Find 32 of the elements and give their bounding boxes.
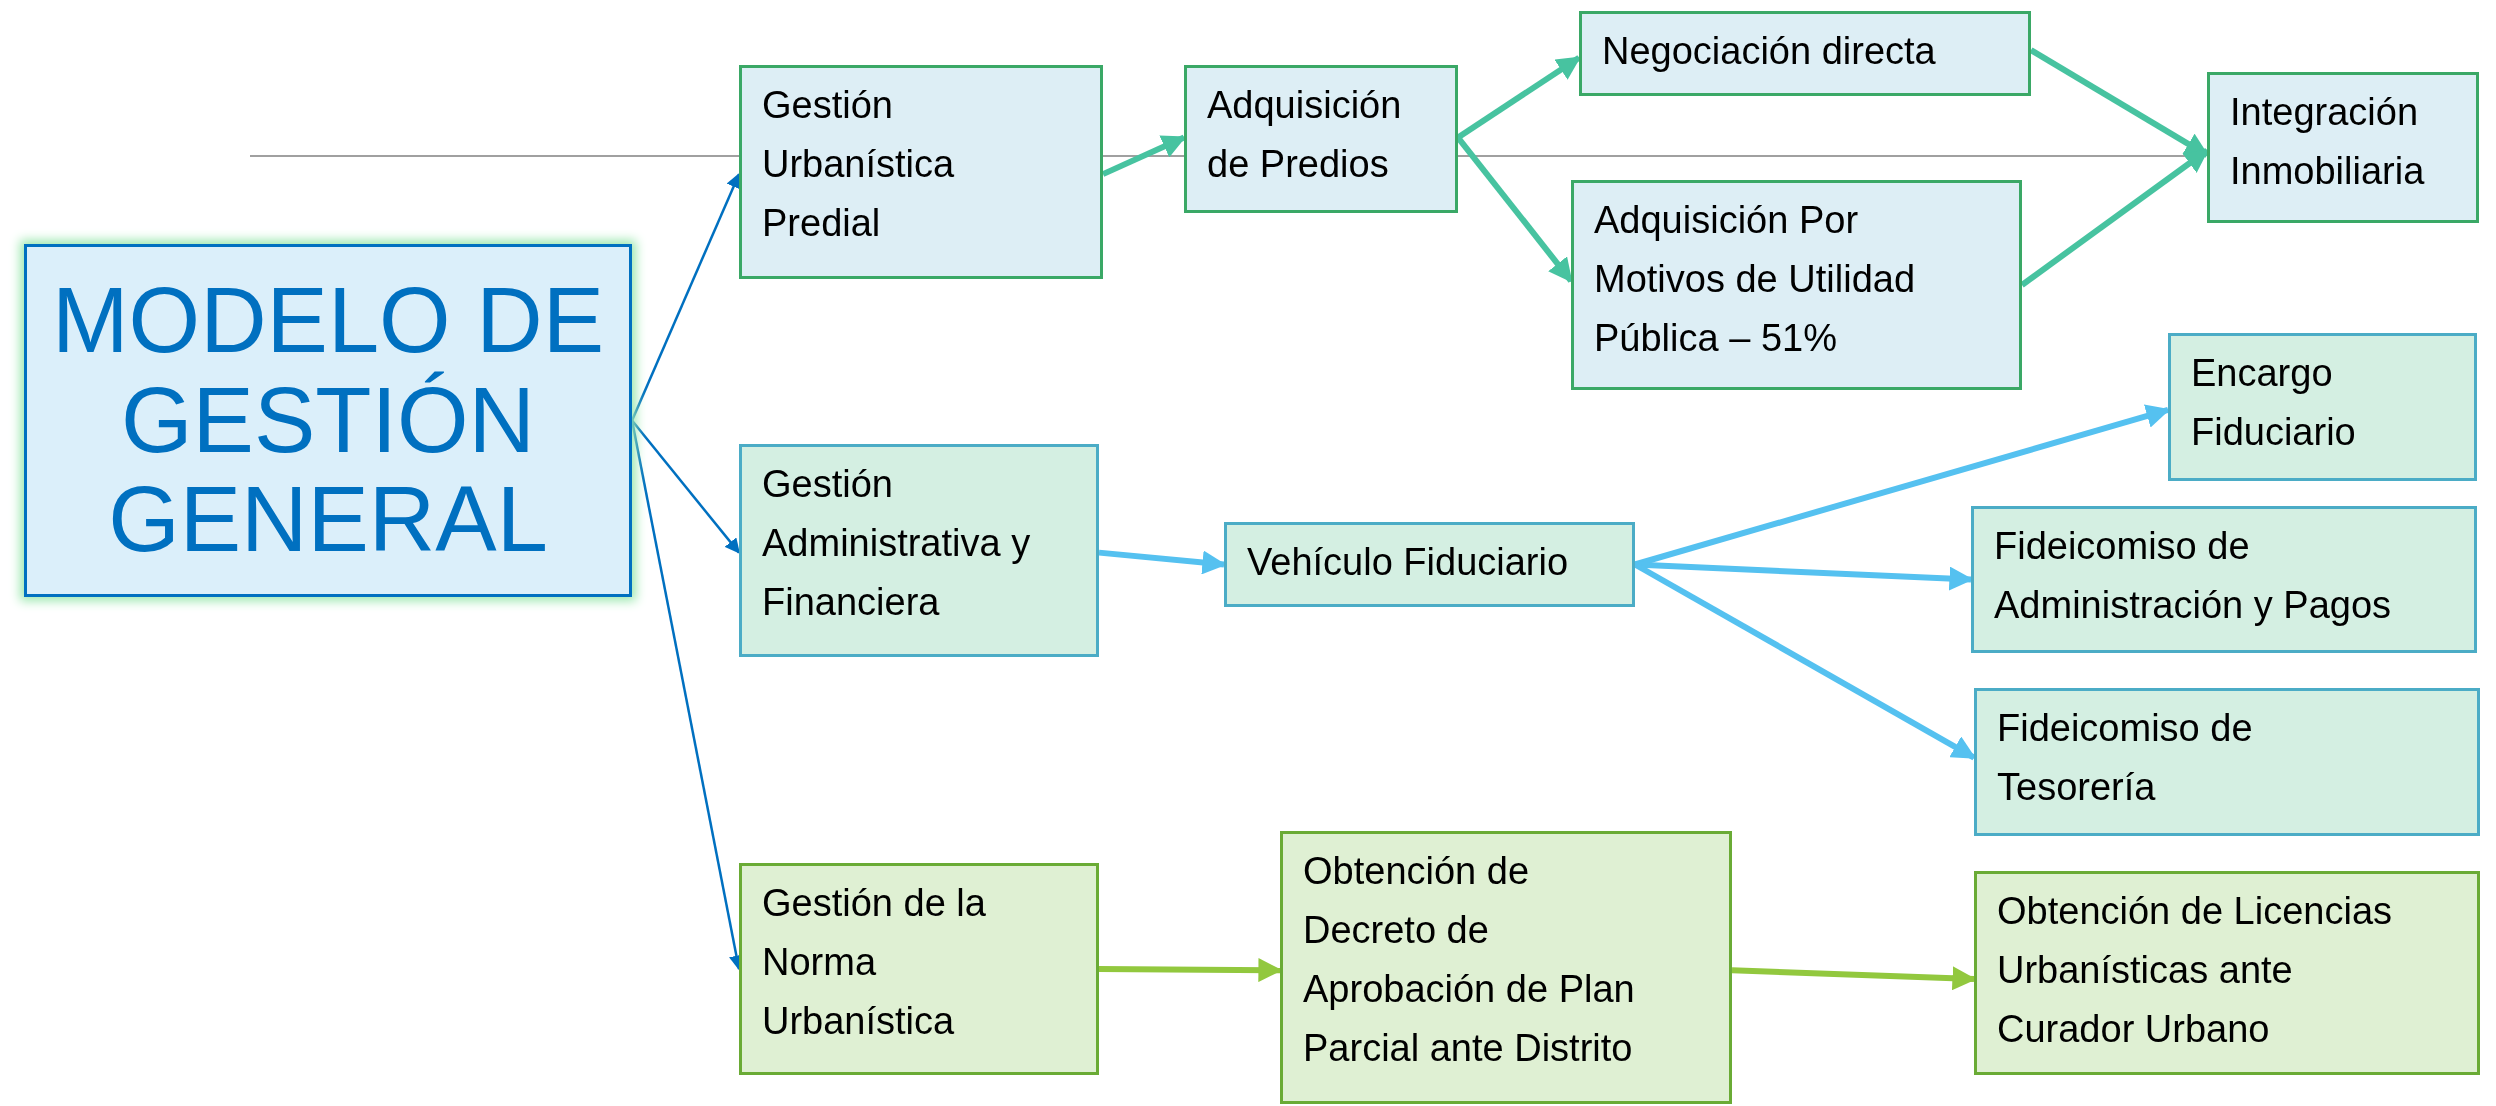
box-label: Obtención de Licencias Urbanísticas ante Curador Urbano <box>1997 889 2394 1052</box>
arrow <box>631 419 740 554</box>
box-label: Integración Inmobiliaria <box>2230 90 2426 194</box>
process-box <box>1974 871 2480 1075</box>
process-box <box>1280 831 1732 1104</box>
process-box <box>739 863 1099 1075</box>
box-label: Gestión de la Norma Urbanística <box>762 881 987 1044</box>
process-box <box>1579 11 2031 96</box>
box-label: Adquisición Por Motivos de Utilidad Pública – 51% <box>1594 198 1917 361</box>
box-label: Encargo Fiduciario <box>2191 351 2357 455</box>
process-box <box>1571 180 2022 390</box>
process-box <box>24 244 632 597</box>
process-box <box>1224 522 1635 607</box>
process-box <box>739 65 1103 279</box>
box-label: Obtención de Decreto de Aprobación de Plan Parcial ante Distrito <box>1303 849 1636 1071</box>
arrow <box>630 172 741 421</box>
process-box <box>2168 333 2477 481</box>
box-label: Negociación directa <box>1602 29 1937 74</box>
box-label: Adquisición de Predios <box>1207 83 1403 187</box>
box-label: Fideicomiso de Tesorería <box>1997 706 2254 810</box>
process-box <box>1971 506 2477 653</box>
process-box <box>1184 65 1458 213</box>
arrow <box>1456 55 1581 141</box>
box-label: Gestión Administrativa y Financiera <box>762 462 1032 625</box>
process-box <box>2207 72 2479 223</box>
box-label: MODELO DE GESTIÓN GENERAL <box>50 271 606 570</box>
arrow <box>2020 148 2209 288</box>
box-label: Fideicomiso de Administración y Pagos <box>1994 524 2393 628</box>
process-box <box>739 444 1099 657</box>
process-box <box>1974 688 2480 836</box>
box-label: Gestión Urbanística Predial <box>762 83 956 246</box>
box-label: Vehículo Fiduciario <box>1247 540 1570 585</box>
